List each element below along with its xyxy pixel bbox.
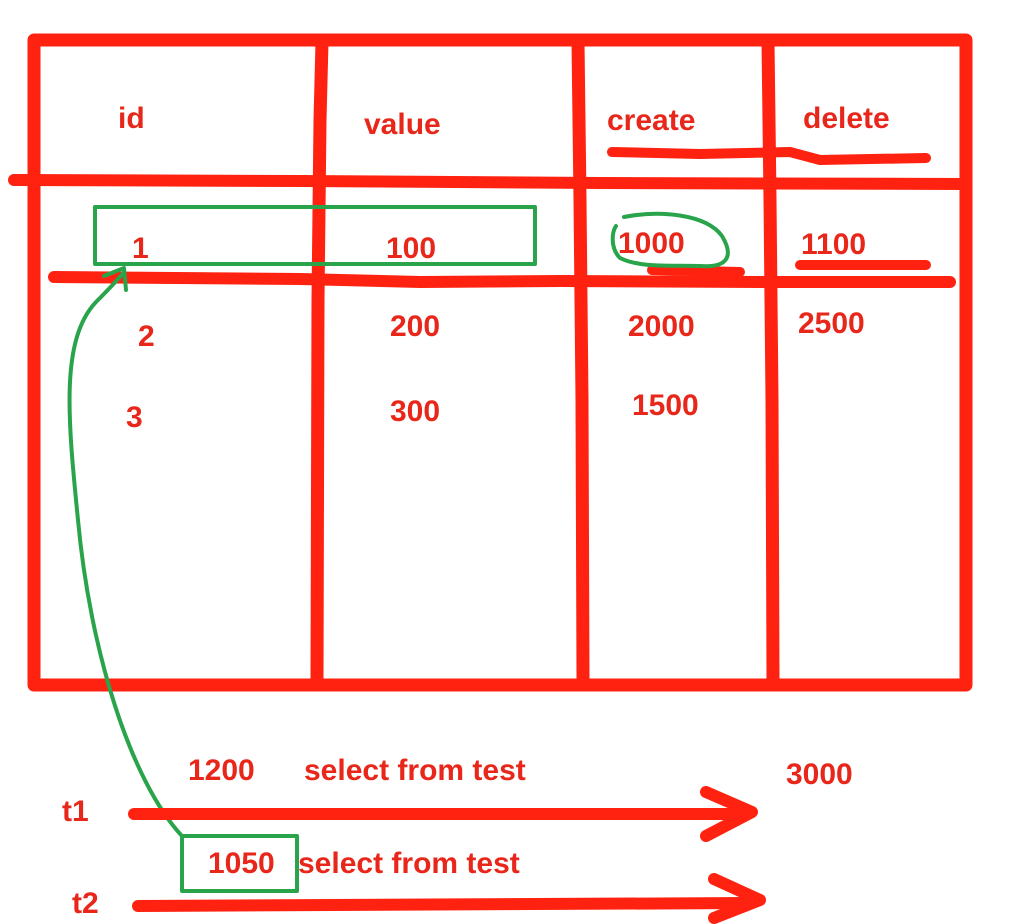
cell-row3-value: 300 [390,395,440,428]
row-1-underline [48,271,956,288]
table-row-2: 2 200 2000 2500 [138,307,865,353]
cell-row3-create: 1500 [632,389,699,422]
t2-label: t2 [72,887,99,920]
t2-start-highlight-box [180,834,299,893]
header-create-delete-underline [607,147,931,165]
cell-row1-id: 1 [132,232,149,265]
column-divider-1 [310,35,329,687]
cell-row2-value: 200 [390,310,440,343]
header-delete: delete [803,102,890,135]
cell-row1-value: 100 [386,232,436,265]
table-border [27,33,973,692]
table-frame [8,33,973,692]
header-separator [8,174,972,190]
row-1-highlight-box [93,205,537,266]
t2-start-value: 1050 [208,847,275,880]
create-1000-loop [610,211,730,269]
t1-arrow-head-icon [700,786,758,842]
read-view-arrow [67,270,184,838]
t1-start-value: 1200 [188,754,255,787]
timeline-t1: t1 1200 select from test 3000 [62,754,853,842]
green-annotations [67,205,730,893]
t2-arrow-head-icon [708,873,766,924]
header-value: value [364,108,441,141]
cell-row1-create: 1000 [618,227,685,260]
column-divider-2 [571,35,590,687]
cell-row3-id: 3 [126,401,143,434]
cell-row2-delete: 2500 [798,307,865,340]
t1-end-value: 3000 [786,758,853,791]
cell-row2-create: 2000 [628,310,695,343]
table-row-1: 1 100 1000 1100 [132,227,866,265]
timeline-t2: t2 1050 select from test [72,847,766,924]
header-create: create [607,104,695,137]
table-header: id value create delete [118,102,890,141]
table-row-3: 3 300 1500 [126,389,699,434]
column-divider-3 [761,35,780,687]
header-id: id [118,102,145,135]
cell-row1-delete: 1100 [801,228,866,261]
t2-query: select from test [298,847,520,880]
t1-query: select from test [304,754,526,787]
read-view-arrow-head-icon [102,266,128,292]
t2-arrow-line [132,897,756,912]
t1-label: t1 [62,795,89,828]
cell-row2-id: 2 [138,320,155,353]
create-1000-underline [647,265,745,277]
